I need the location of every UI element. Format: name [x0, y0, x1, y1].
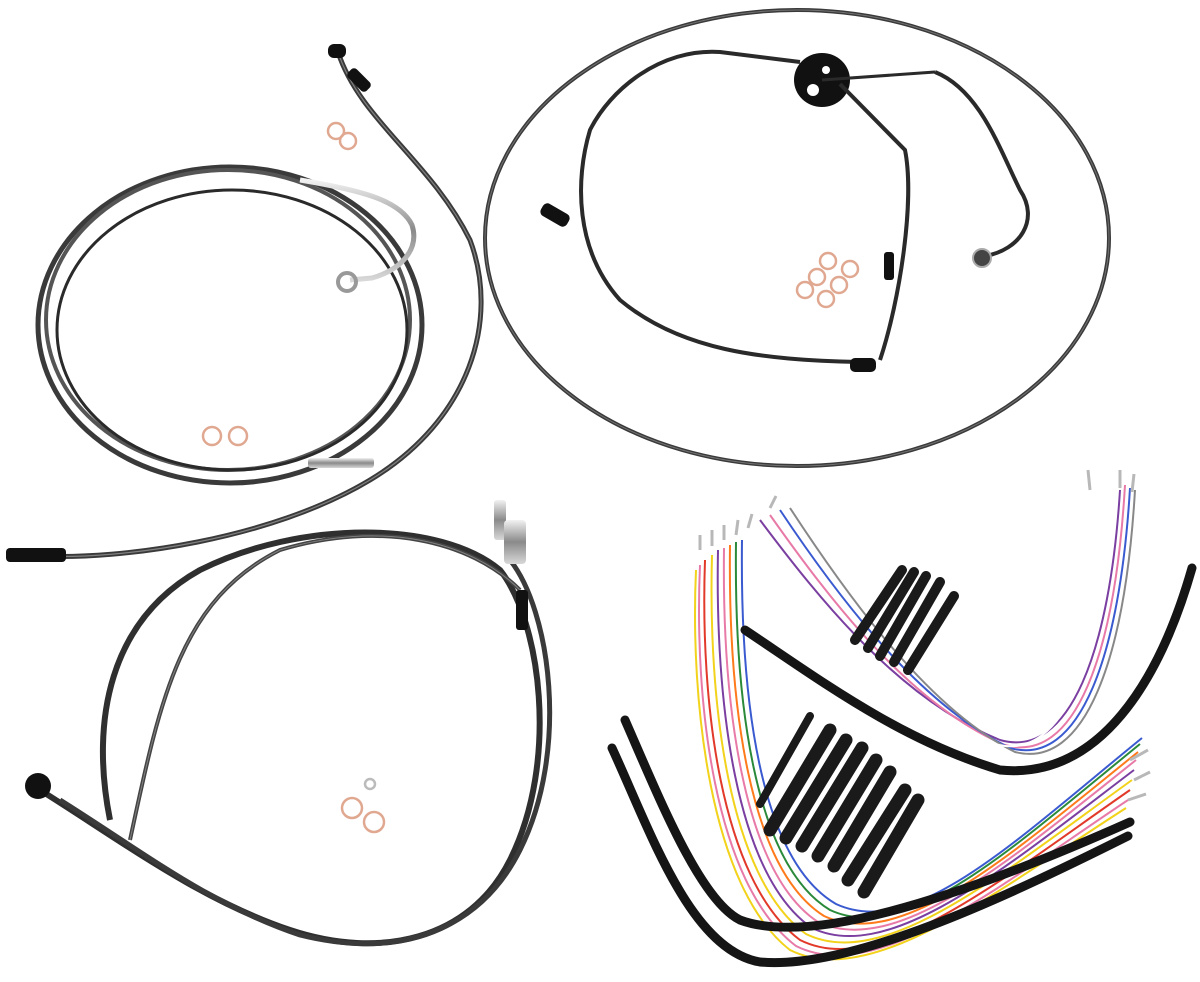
banjo-fitting-icon	[328, 44, 346, 58]
copper-crush-washers	[201, 121, 860, 834]
throttle-cables-bottom-left	[25, 500, 553, 947]
cable-end-fitting-icon	[6, 548, 66, 562]
clutch-cable-left	[35, 164, 425, 486]
banjo-end-icon	[25, 773, 51, 799]
wire-sleeving	[607, 563, 1197, 968]
brake-line-loop-top-right	[483, 8, 1111, 468]
banjo-bolt-icon	[336, 271, 358, 293]
wiring-harness-extension	[694, 469, 1151, 961]
brake-line-top-left	[6, 44, 484, 562]
heat-shrink-tubes	[756, 565, 959, 899]
